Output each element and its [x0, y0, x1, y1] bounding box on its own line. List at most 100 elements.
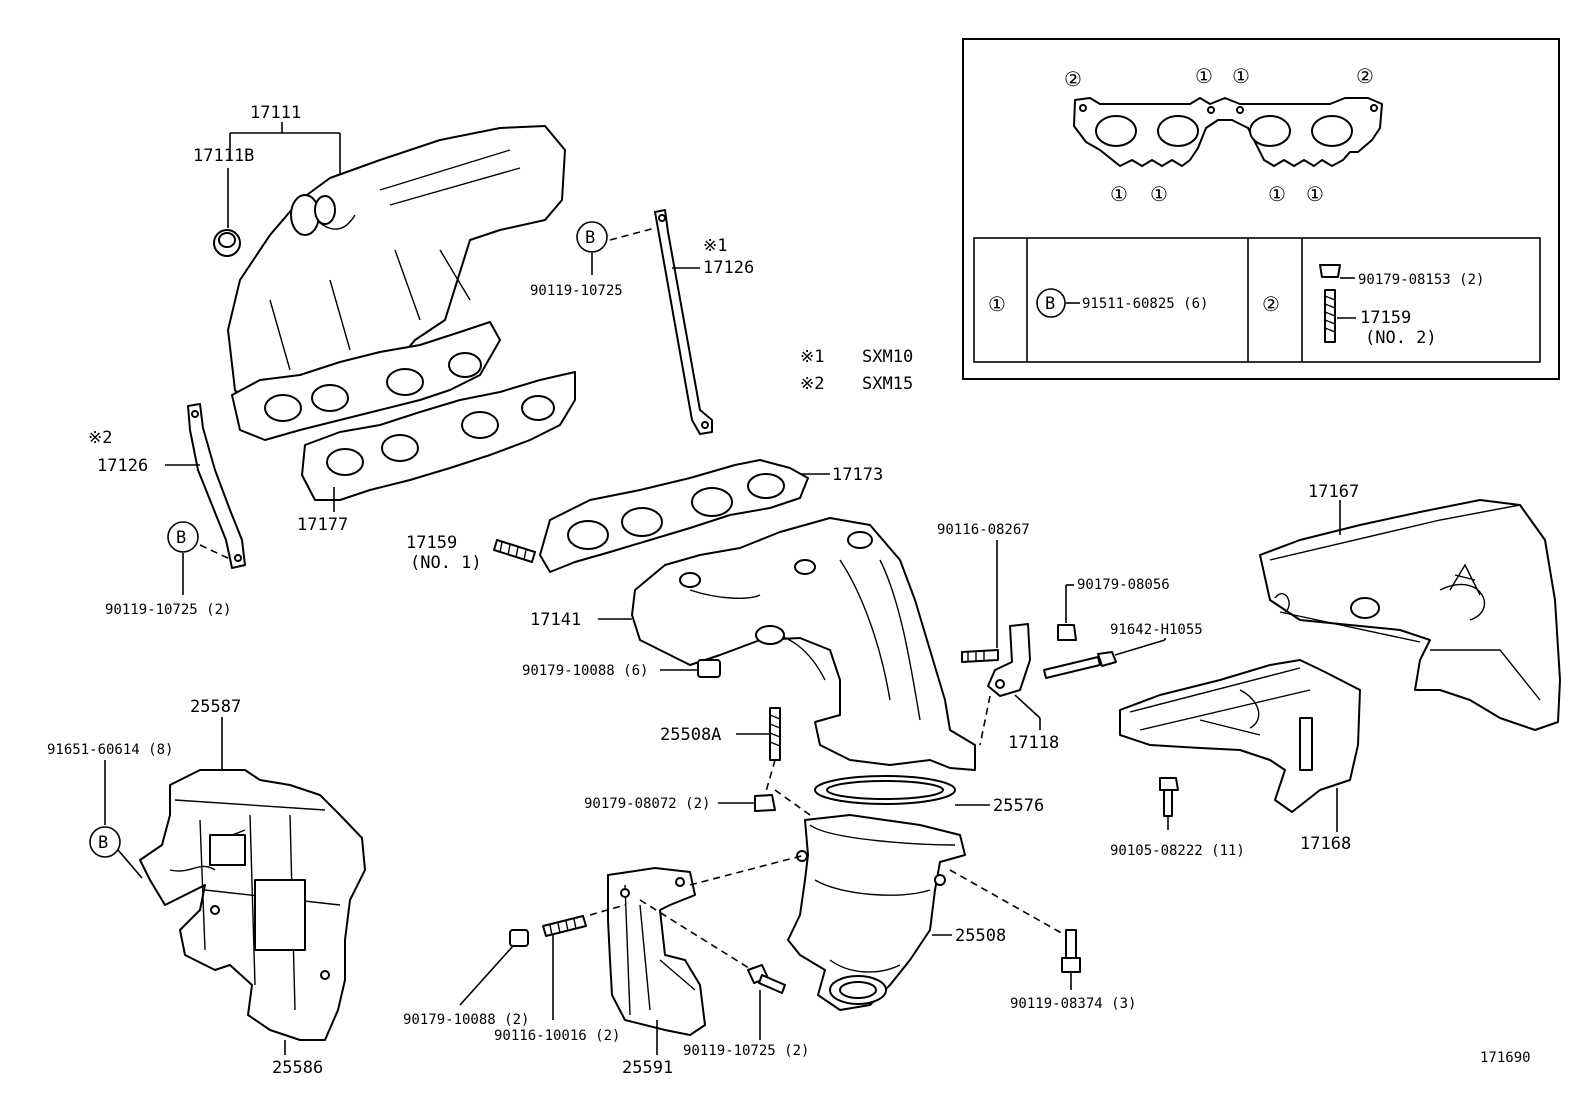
- label-90119-10725-c: 90119-10725 (2): [683, 1043, 809, 1059]
- inset-mark-top-mid-1: ①: [1195, 64, 1213, 88]
- ref-b-circle-2: [167, 521, 199, 553]
- label-25591: 25591: [622, 1058, 673, 1078]
- label-25587: 25587: [190, 697, 241, 717]
- note-2-text: SXM15: [862, 374, 913, 394]
- legend-b-circle: [1036, 288, 1066, 318]
- note-2-mark: ※2: [800, 374, 824, 394]
- label-90116-08267: 90116-08267: [937, 522, 1030, 538]
- inset-hole: [1370, 104, 1378, 112]
- bolt-91642-h1055: [1043, 651, 1117, 679]
- heat-insulator-17167: [1259, 499, 1561, 731]
- inset-port-3: [1249, 115, 1291, 147]
- label-25508: 25508: [955, 926, 1006, 946]
- nut-90179-10088-b: [509, 929, 529, 947]
- inset-mark-bottom-1: ①: [1110, 182, 1128, 206]
- gasket-17173: [539, 459, 809, 573]
- stud-90116-10016: [542, 915, 587, 937]
- plug-17111b: [213, 229, 241, 257]
- bracket-25591: [607, 867, 706, 1036]
- label-90179-10088-b: 90179-10088 (2): [403, 1012, 529, 1028]
- inset-frame: [962, 38, 1560, 380]
- inset-port-4: [1311, 115, 1353, 147]
- legend-row1-part: 91511-60825 (6): [1082, 296, 1208, 312]
- label-25508a: 25508A: [660, 725, 721, 745]
- label-17111b: 17111B: [193, 146, 254, 166]
- label-17126-b: 17126: [97, 456, 148, 476]
- label-91651-60614: 91651-60614 (8): [47, 742, 173, 758]
- label-17168: 17168: [1300, 834, 1351, 854]
- label-17118: 17118: [1008, 733, 1059, 753]
- bracket-17118: [987, 623, 1031, 697]
- label-25586: 25586: [272, 1058, 323, 1078]
- label-17126-a: 17126: [703, 258, 754, 278]
- label-90179-08056: 90179-08056: [1077, 577, 1170, 593]
- inset-port-2: [1157, 115, 1199, 147]
- label-17111: 17111: [250, 103, 301, 123]
- heat-insulator-17168: [1119, 659, 1361, 813]
- inset-legend-table: ① B 91511-60825 (6) ② 90179-08153 (2) 17…: [973, 237, 1541, 363]
- label-90119-10725-a: 90119-10725: [530, 283, 623, 299]
- stud-25508a: [769, 707, 781, 761]
- ref-b-letter-2: B: [176, 528, 186, 548]
- inset-mark-top-left: ②: [1064, 67, 1082, 91]
- legend-mark-one: ①: [988, 292, 1006, 316]
- nut-90179-10088-a: [697, 659, 721, 678]
- label-90119-10725-b: 90119-10725 (2): [105, 602, 231, 618]
- note-1-mark: ※1: [800, 347, 824, 367]
- note-1-text: SXM10: [862, 347, 913, 367]
- inset-mark-bottom-4: ①: [1306, 182, 1324, 206]
- legend-row2-part-b: 17159: [1360, 308, 1411, 328]
- label-17177: 17177: [297, 515, 348, 535]
- legend-b-letter: B: [1045, 294, 1055, 314]
- label-17159-no1: 17159: [406, 533, 457, 553]
- label-90105-08222: 90105-08222 (11): [1110, 843, 1245, 859]
- inset-hole: [1207, 106, 1215, 114]
- stay-17126-b: [187, 403, 246, 569]
- nut-90179-08072: [754, 794, 776, 812]
- ref-b-circle-1: [576, 221, 608, 253]
- stay-17126-a: [654, 209, 713, 435]
- label-17173: 17173: [832, 465, 883, 485]
- figure-number: 171690: [1480, 1050, 1531, 1066]
- stud-17159-no1: [493, 539, 536, 563]
- legend-row2-part-a: 90179-08153 (2): [1358, 272, 1484, 288]
- gasket-25576: [814, 775, 956, 805]
- label-17126-b-mark: ※2: [88, 428, 112, 448]
- label-90179-10088-a: 90179-10088 (6): [522, 663, 648, 679]
- label-17167: 17167: [1308, 482, 1359, 502]
- ref-b-circle-3: [89, 826, 121, 858]
- label-25576: 25576: [993, 796, 1044, 816]
- inset-mark-top-mid-2: ①: [1232, 64, 1250, 88]
- gasket-inset: ② ① ① ② ① ① ① ① ① B 91511-60825 (6) ② 90…: [962, 38, 1560, 380]
- label-90119-08374: 90119-08374 (3): [1010, 996, 1136, 1012]
- label-91642-h1055: 91642-H1055: [1110, 622, 1203, 638]
- label-90179-08072: 90179-08072 (2): [584, 796, 710, 812]
- ref-b-letter-3: B: [98, 833, 108, 853]
- gasket-17177: [301, 371, 576, 501]
- stud-90116-08267: [961, 649, 999, 663]
- legend-mark-two: ②: [1262, 292, 1280, 316]
- intake-manifold: [227, 125, 566, 441]
- inset-hole: [1079, 104, 1087, 112]
- legend-row2-part-b-sub: (NO. 2): [1365, 328, 1437, 348]
- catalytic-converter-25508: [787, 814, 966, 1011]
- inset-mark-bottom-3: ①: [1268, 182, 1286, 206]
- label-17141: 17141: [530, 610, 581, 630]
- ref-b-letter-1: B: [585, 228, 595, 248]
- exhaust-manifold: [631, 517, 976, 771]
- nut-icon: [1319, 264, 1341, 278]
- label-90116-10016: 90116-10016 (2): [494, 1028, 620, 1044]
- heat-insulator-25587: [139, 769, 366, 1041]
- label-17126-a-mark: ※1: [703, 236, 727, 256]
- inset-mark-top-right: ②: [1356, 64, 1374, 88]
- inset-hole: [1236, 106, 1244, 114]
- nut-90179-08056: [1057, 624, 1077, 641]
- bolt-90119-10725-c: [747, 964, 786, 994]
- inset-mark-bottom-2: ①: [1150, 182, 1168, 206]
- inset-gasket-shape: [1073, 97, 1383, 167]
- bolt-90119-08374: [1061, 929, 1081, 973]
- bolt-90105-08222: [1159, 777, 1179, 817]
- label-17159-no1-sub: (NO. 1): [410, 553, 482, 573]
